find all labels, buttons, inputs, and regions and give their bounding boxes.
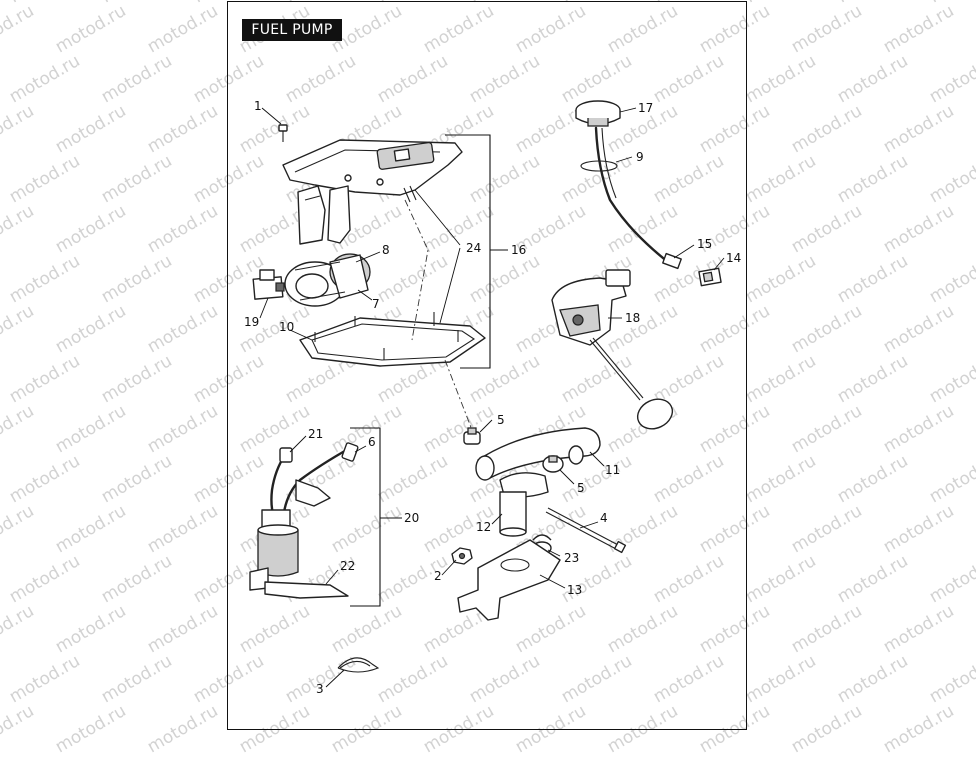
part-pump-assembly (249, 442, 359, 599)
leader-11 (589, 451, 605, 467)
diagram-title: FUEL PUMP (242, 19, 342, 41)
leader-13 (539, 574, 566, 589)
leader-19 (259, 297, 269, 319)
part-pump-module (252, 253, 371, 307)
part-hanger-bracket (297, 185, 351, 245)
callout-16: 16 (511, 243, 526, 257)
leader-4 (579, 521, 599, 529)
exploded-view: 1 2 3 4 5 5 6 7 8 9 10 11 12 13 14 15 16… (244, 99, 741, 696)
callout-10: 10 (279, 320, 294, 334)
callout-17: 17 (638, 101, 653, 115)
callout-9: 9 (636, 150, 644, 164)
part-screw (278, 124, 288, 142)
callout-6: 6 (368, 435, 376, 449)
part-clamp-upper (463, 427, 481, 445)
callout-layer: 1 2 3 4 5 5 6 7 8 9 10 11 12 13 14 15 16… (244, 99, 741, 696)
callout-2: 2 (434, 569, 442, 583)
callout-3: 3 (316, 682, 324, 696)
leader-22 (325, 569, 339, 585)
part-clamp-lower (542, 455, 564, 473)
leader-21 (289, 435, 307, 453)
leader-14 (713, 257, 725, 271)
callout-22: 22 (340, 559, 355, 573)
diagram-frame (227, 1, 747, 730)
bracket-16 (445, 134, 491, 369)
leader-15 (673, 244, 695, 259)
part-band-clamp (337, 657, 380, 673)
callout-19: 19 (244, 315, 259, 329)
callout-8: 8 (382, 243, 390, 257)
callout-23: 23 (564, 551, 579, 565)
callout-5a: 5 (497, 413, 505, 427)
leader-23 (547, 549, 561, 557)
callout-11: 11 (605, 463, 620, 477)
callout-7: 7 (372, 297, 380, 311)
callout-5b: 5 (577, 481, 585, 495)
leader-5b (559, 469, 575, 485)
callout-15: 15 (697, 237, 712, 251)
leader-24 (414, 189, 461, 324)
leader-1 (261, 107, 282, 125)
leader-2 (441, 559, 457, 576)
callout-4: 4 (600, 511, 608, 525)
part-gasket (299, 312, 486, 367)
alignment-line-a (404, 199, 429, 341)
part-lower-bracket (457, 539, 561, 621)
callout-1: 1 (254, 99, 262, 113)
callout-18: 18 (625, 311, 640, 325)
leader-17 (619, 107, 637, 113)
callout-12: 12 (476, 520, 491, 534)
part-wire-harness (594, 126, 682, 270)
part-connector-14 (698, 267, 722, 287)
callout-13: 13 (567, 583, 582, 597)
leader-7 (357, 289, 373, 301)
part-hose (475, 427, 601, 481)
callout-21: 21 (308, 427, 323, 441)
leader-3 (325, 669, 345, 688)
leader-5a (479, 419, 493, 433)
callout-14: 14 (726, 251, 741, 265)
part-level-sender (551, 269, 674, 430)
leader-10 (289, 329, 313, 341)
part-outlet-tube (499, 472, 549, 537)
part-sender-cap (575, 100, 621, 127)
leader-8 (355, 251, 381, 263)
leader-9 (615, 156, 633, 163)
part-tie-strap (545, 507, 627, 554)
leader-6 (354, 445, 367, 453)
leader-12 (491, 513, 503, 525)
alignment-line-b (444, 359, 473, 431)
part-top-plate (282, 139, 463, 203)
bracket-20 (350, 427, 381, 607)
callout-20: 20 (404, 511, 419, 525)
callout-24: 24 (466, 241, 481, 255)
